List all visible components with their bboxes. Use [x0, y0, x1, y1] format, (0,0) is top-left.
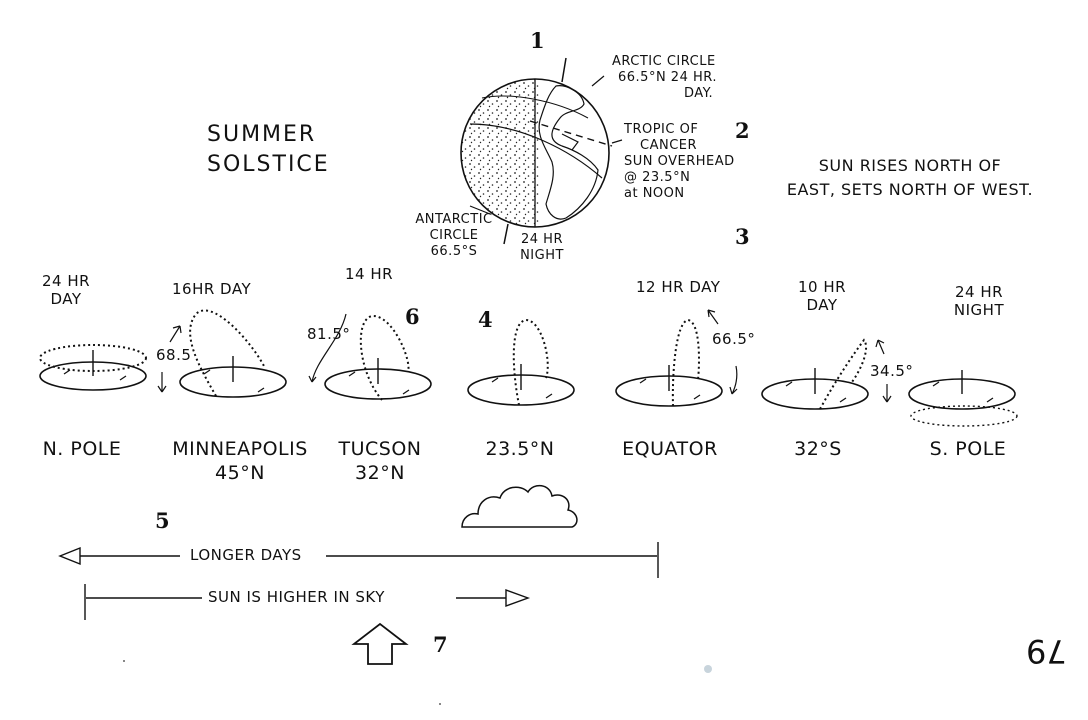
sun-path-npole: [39, 344, 147, 391]
sun-path-32s: [761, 338, 892, 410]
title: SUMMER SOLSTICE: [207, 120, 330, 180]
marker-1: 1: [530, 28, 545, 53]
daylength-32s-line2: DAY: [806, 296, 838, 314]
cloud-icon: [461, 484, 578, 528]
location-tucson: TUCSON 32°N: [330, 437, 430, 485]
tropic-pointer: [611, 139, 623, 144]
sun-higher-label: SUN IS HIGHER IN SKY: [208, 588, 385, 606]
arctic-line2: 66.5°N 24 HR.: [618, 70, 717, 85]
tropic-dashed: [529, 120, 613, 147]
location-equator: EQUATOR: [610, 437, 730, 461]
daylength-32s: 10 HR DAY: [782, 278, 862, 314]
sun-rises-line2: EAST, SETS NORTH OF WEST.: [786, 180, 1034, 199]
sun-path: [910, 405, 1018, 427]
tropic-label: TROPIC OF CANCER SUN OVERHEAD @ 23.5°N a…: [624, 122, 735, 202]
smudge: [704, 665, 712, 673]
arctic-circle-label: ARCTIC CIRCLE 66.5°N 24 HR. DAY.: [612, 54, 717, 102]
location-npole: N. POLE: [32, 437, 132, 461]
title-line1: SUMMER: [207, 122, 317, 147]
continents: [538, 85, 599, 220]
antarctic-label: ANTARCTIC CIRCLE 66.5°S: [414, 212, 494, 260]
marker-5: 5: [155, 508, 170, 533]
sun-path-equator: [615, 309, 738, 407]
antarctic-pointer: [469, 205, 491, 215]
marker-4: 4: [478, 307, 493, 332]
angle-32s: 34.5°: [870, 362, 914, 380]
daylength-spole-line1: 24 HR: [954, 283, 1004, 301]
daylength-32s-line1: 10 HR: [797, 278, 847, 296]
equator-line: [469, 123, 603, 179]
longer-days-arrow: [58, 542, 659, 578]
sun-higher-arrow: [84, 584, 531, 620]
night-line1: 24 HR: [521, 232, 563, 247]
antarctic-line1: ANTARCTIC: [415, 212, 493, 227]
location-minneapolis: MINNEAPOLIS 45°N: [170, 437, 310, 485]
sun-path-spole: [908, 370, 1018, 427]
location-minneapolis-line2: 45°N: [215, 462, 265, 484]
sun-path-tucson: [308, 313, 432, 401]
tropic-line5: at NOON: [624, 186, 685, 201]
arctic-circle-line: [481, 95, 589, 119]
tropic-line3: SUN OVERHEAD: [624, 154, 735, 169]
location-tucson-line1: TUCSON: [338, 438, 422, 460]
daylength-minneapolis: 16HR DAY: [172, 280, 252, 298]
arctic-line3: DAY.: [684, 86, 714, 101]
angle-tucson: 81.5°: [307, 325, 351, 343]
tropic-line2: CANCER: [640, 138, 698, 153]
antarctic-line2: CIRCLE: [429, 228, 479, 243]
marker-6: 6: [405, 304, 420, 329]
daylength-equator: 12 HR DAY: [636, 278, 721, 296]
night-label: 24 HR NIGHT: [512, 232, 572, 264]
location-32s: 32°S: [768, 437, 868, 461]
axis-north: [561, 57, 567, 83]
sun-rises-line1: SUN RISES NORTH OF: [818, 156, 1002, 175]
up-arrow-icon: [351, 622, 409, 665]
sun-path: [819, 338, 868, 410]
location-32s-line1: 32°S: [794, 438, 842, 460]
longer-days-label: LONGER DAYS: [190, 546, 302, 564]
daylength-npole-line2: DAY: [50, 290, 82, 308]
marker-2: 2: [735, 118, 750, 143]
continent-detail: [561, 133, 579, 151]
location-npole-line1: N. POLE: [42, 438, 122, 460]
tropic-line4: @ 23.5°N: [624, 170, 691, 185]
page-number: 79: [1026, 632, 1067, 670]
daylength-npole: 24 HR DAY: [26, 272, 106, 308]
daylength-spole-line2: NIGHT: [953, 301, 1005, 319]
location-spole-line1: S. POLE: [929, 438, 1007, 460]
sun-path-minneapolis: [157, 309, 287, 398]
location-tucson-line2: 32°N: [355, 462, 405, 484]
arctic-pointer: [591, 75, 605, 87]
antarctic-line3: 66.5°S: [430, 244, 478, 259]
sun-path-23n: [467, 318, 575, 406]
sun-path: [189, 309, 265, 397]
sun-path: [671, 318, 700, 407]
night-line2: NIGHT: [520, 248, 564, 263]
marker-7: 7: [433, 632, 448, 657]
sun-path: [359, 314, 410, 401]
location-minneapolis-line1: MINNEAPOLIS: [172, 438, 308, 460]
angle-minneapolis: 68.5: [156, 346, 192, 364]
sun-path: [512, 318, 549, 406]
location-spole: S. POLE: [918, 437, 1018, 461]
title-line2: SOLSTICE: [207, 152, 330, 177]
arctic-line1: ARCTIC CIRCLE: [612, 54, 716, 69]
location-23n: 23.5°N: [470, 437, 570, 461]
daylength-spole: 24 HR NIGHT: [934, 283, 1024, 319]
marker-3: 3: [735, 224, 750, 249]
daylength-tucson: 14 HR: [345, 265, 394, 283]
location-23n-line1: 23.5°N: [485, 438, 555, 460]
location-equator-line1: EQUATOR: [622, 438, 718, 460]
sun-rises-note: SUN RISES NORTH OF EAST, SETS NORTH OF W…: [780, 154, 1040, 202]
axis-south: [503, 223, 509, 245]
daylength-npole-line1: 24 HR: [41, 272, 91, 290]
angle-equator: 66.5°: [712, 330, 756, 348]
tropic-line1: TROPIC OF: [624, 122, 699, 137]
